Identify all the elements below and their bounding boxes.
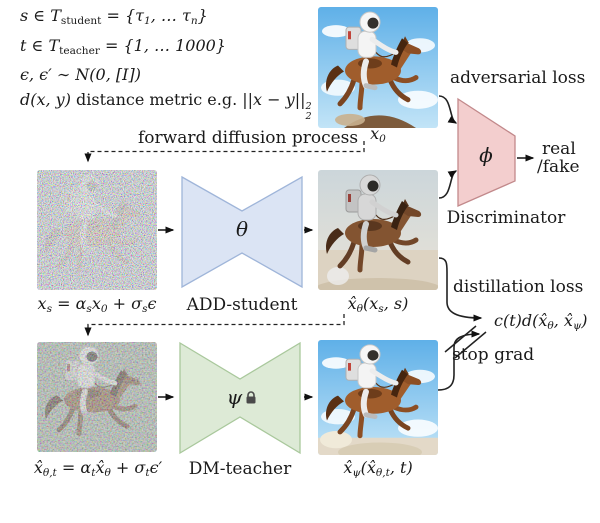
label-adversarial-loss: adversarial loss bbox=[450, 68, 586, 88]
label-ctd-formula: c(t)d(x̂θ, x̂ψ) bbox=[494, 311, 588, 333]
math-line-noise: ϵ, ϵ′ ∼ N(0, [I]) bbox=[20, 65, 141, 85]
stop-grad-slash-2 bbox=[454, 331, 487, 359]
caption-add-student: ADD-student bbox=[186, 295, 298, 315]
caption-xtheta-output: x̂θ(xs, s) bbox=[347, 294, 409, 316]
psi-label: ψ bbox=[226, 385, 243, 409]
label-discriminator: Discriminator bbox=[446, 208, 566, 228]
image-x0-real bbox=[318, 7, 438, 128]
lock-icon bbox=[245, 390, 257, 404]
assumptions-block: s ∈ Tstudent = {τ1, … τn} t ∈ Tteacher =… bbox=[20, 4, 312, 122]
noisy-image-xthetat bbox=[37, 342, 157, 452]
label-distillation-loss: distillation loss bbox=[453, 277, 584, 297]
label-real: real bbox=[542, 139, 576, 159]
caption-xpsi-output: x̂ψ(x̂θ,t, t) bbox=[343, 458, 413, 480]
teacher-unet-shape bbox=[179, 341, 301, 455]
arrow-x0-to-discriminator bbox=[438, 95, 458, 124]
caption-x0: x0 bbox=[370, 124, 386, 146]
label-fake: /fake bbox=[537, 157, 580, 177]
student-unet-shape bbox=[181, 175, 303, 289]
arrow-xtheta-to-discriminator bbox=[438, 170, 458, 199]
image-xtheta-output bbox=[318, 170, 438, 290]
arrow-xtheta-to-distillation bbox=[438, 257, 483, 322]
label-forward-diffusion: forward diffusion process bbox=[138, 128, 359, 148]
phi-label: ϕ bbox=[479, 143, 493, 167]
noisy-image-xs bbox=[37, 170, 157, 290]
psi-label-group: ψ bbox=[220, 385, 264, 409]
stop-grad-slash-1 bbox=[444, 325, 477, 353]
image-xpsi-output bbox=[318, 340, 438, 455]
dashed-forward-diffusion-path bbox=[84, 141, 365, 163]
theta-label: θ bbox=[235, 217, 249, 241]
caption-xs-formula: xs = αsx0 + σsϵ bbox=[37, 294, 157, 316]
caption-dm-teacher: DM-teacher bbox=[188, 459, 292, 479]
caption-xthetat-formula: x̂θ,t = αtx̂θ + σtϵ′ bbox=[33, 458, 163, 480]
dashed-student-diffusion-path bbox=[84, 314, 345, 337]
label-stop-grad: stop grad bbox=[452, 345, 535, 365]
discriminator-shape bbox=[457, 97, 516, 207]
math-line-timesteps-student: s ∈ Tstudent = {τ1, … τn} bbox=[20, 6, 208, 28]
math-line-timesteps-teacher: t ∈ Tteacher = {1, … 1000} bbox=[20, 35, 226, 57]
